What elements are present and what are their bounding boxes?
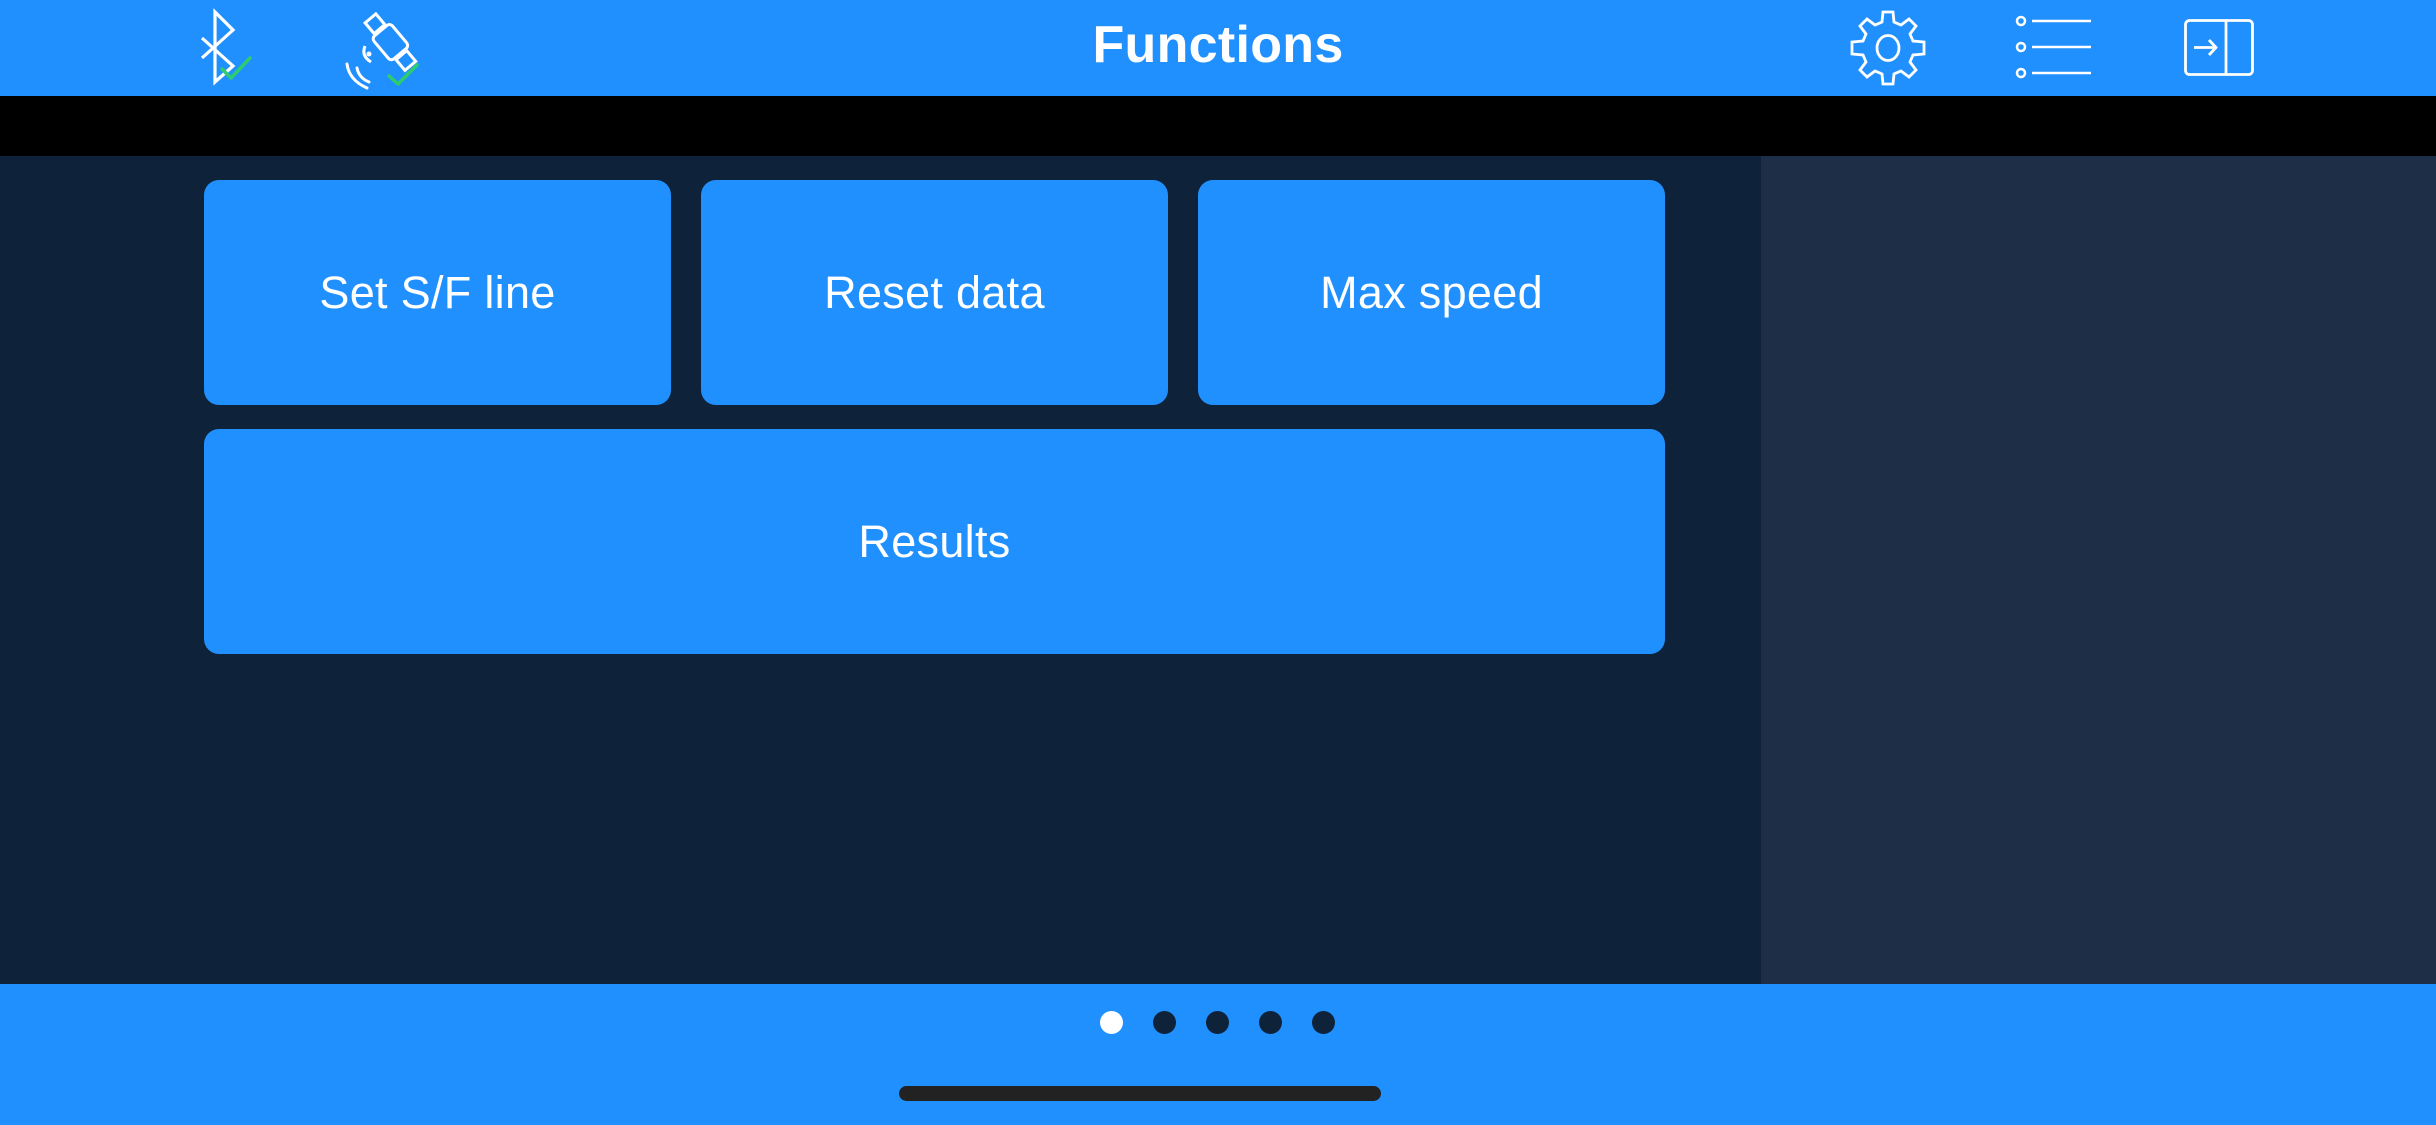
- side-panel: [1761, 156, 2436, 984]
- gear-icon[interactable]: [1850, 10, 1926, 86]
- button-label: Results: [858, 515, 1011, 567]
- page-dot-4[interactable]: [1259, 1011, 1282, 1034]
- results-button[interactable]: Results: [204, 429, 1665, 654]
- page-title: Functions: [1092, 16, 1344, 74]
- page-dot-1[interactable]: [1100, 1011, 1123, 1034]
- bluetooth-connected-icon[interactable]: [200, 8, 256, 86]
- button-label: Max speed: [1320, 266, 1543, 318]
- page-dot-3[interactable]: [1206, 1011, 1229, 1034]
- reset-data-button[interactable]: Reset data: [701, 180, 1168, 405]
- top-bar: Functions: [0, 0, 2436, 96]
- status-strip: [0, 96, 2436, 156]
- page-dot-5[interactable]: [1312, 1011, 1335, 1034]
- bottom-bar: [0, 984, 2436, 1125]
- exit-panel-icon[interactable]: [2184, 19, 2254, 76]
- max-speed-button[interactable]: Max speed: [1198, 180, 1665, 405]
- button-label: Set S/F line: [319, 266, 556, 318]
- gps-satellite-connected-icon[interactable]: [343, 8, 423, 90]
- set-sf-line-button[interactable]: Set S/F line: [204, 180, 671, 405]
- page-dot-2[interactable]: [1153, 1011, 1176, 1034]
- home-indicator[interactable]: [899, 1086, 1381, 1101]
- list-icon[interactable]: [2015, 14, 2092, 80]
- button-label: Reset data: [824, 266, 1045, 318]
